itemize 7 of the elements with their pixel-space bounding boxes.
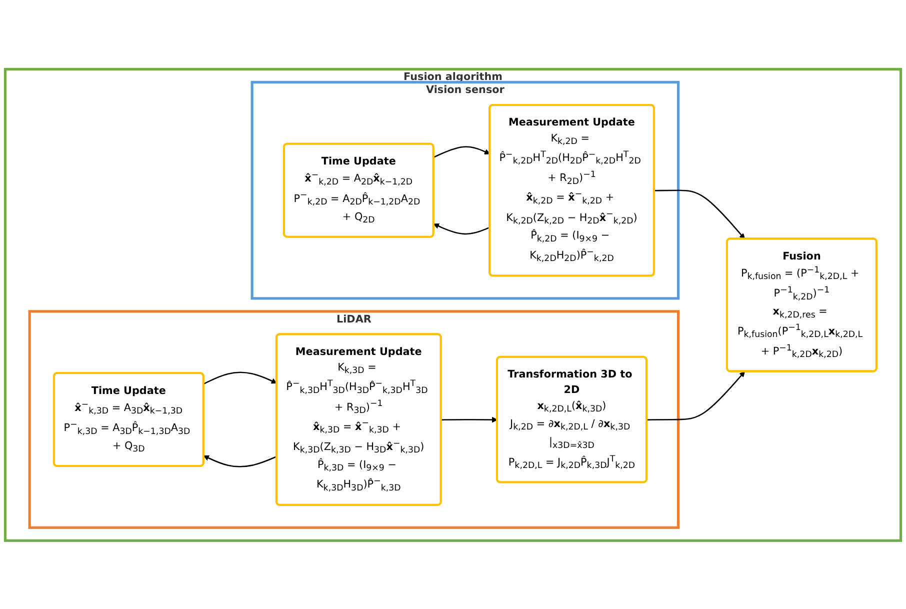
arrow xyxy=(654,189,745,239)
arrow xyxy=(203,454,277,467)
arrow xyxy=(433,223,490,234)
arrow xyxy=(433,146,490,158)
arrow xyxy=(203,371,277,384)
arrow xyxy=(646,370,745,420)
arrow xyxy=(441,416,498,422)
